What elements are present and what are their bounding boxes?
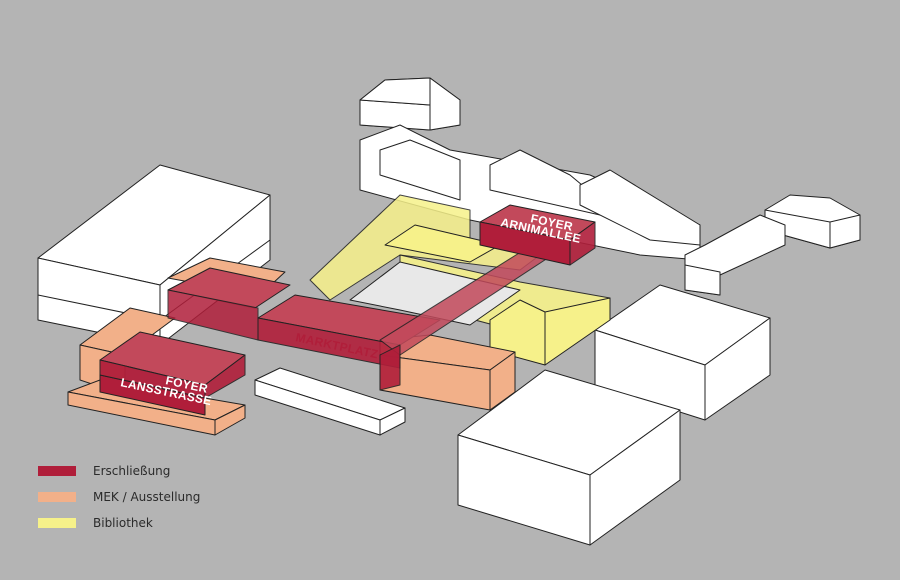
bibliothek-volume: [309, 194, 611, 366]
legend-label-bibliothek: Bibliothek: [93, 516, 153, 530]
right-front-building: [457, 369, 681, 546]
legend-swatch-erschliessung: [38, 466, 76, 476]
erschliessung-volume: [99, 204, 596, 416]
right-mid-building: [594, 284, 771, 421]
front-thin-building: [254, 367, 406, 436]
right-connector-building: [684, 214, 786, 296]
legend-label-erschliessung: Erschließung: [93, 464, 171, 478]
legend-item-erschliessung: Erschließung: [38, 463, 200, 479]
right-villa-building: [764, 194, 861, 249]
rear-main-building: [359, 124, 701, 261]
legend-label-mek-ausstellung: MEK / Ausstellung: [93, 490, 201, 504]
legend-swatch-mek-ausstellung: [38, 492, 76, 502]
legend-item-bibliothek: Bibliothek: [38, 515, 200, 531]
legend-swatch-bibliothek: [38, 518, 76, 528]
legend-item-mek-ausstellung: MEK / Ausstellung: [38, 489, 200, 505]
rear-villa-building: [359, 77, 461, 131]
legend: Erschließung MEK / Ausstellung Bibliothe…: [38, 463, 200, 531]
